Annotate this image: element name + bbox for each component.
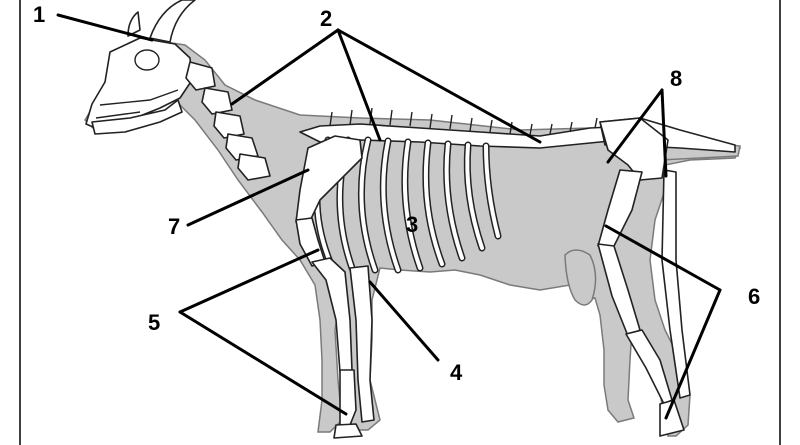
udder — [564, 249, 597, 306]
mandible-bone — [91, 99, 183, 135]
label-2: 2 — [320, 6, 332, 31]
label-8: 8 — [670, 66, 682, 91]
page-border — [19, 0, 781, 445]
horn — [149, 0, 196, 43]
label-5: 5 — [148, 310, 160, 335]
skull-detail — [95, 49, 179, 119]
leader-line-7 — [186, 168, 310, 227]
leader-line-4 — [368, 280, 440, 362]
cervical-vertebrae — [185, 61, 271, 181]
scapula-bone — [295, 135, 363, 226]
leader-line-2a — [230, 28, 340, 106]
leader-line-6b — [664, 288, 722, 420]
label-4: 4 — [450, 360, 463, 385]
rear-leg-far — [661, 169, 691, 399]
leader-line-2b — [336, 28, 382, 142]
skull-bone — [85, 37, 193, 131]
horn-rear — [127, 11, 141, 37]
leader-line-5a — [178, 248, 320, 314]
leader-line-5b — [178, 310, 348, 416]
rear-hoof-bones — [659, 399, 685, 437]
leader-line-2c — [336, 28, 542, 144]
leader-line-8b — [660, 88, 668, 178]
label-1: 1 — [33, 2, 45, 27]
label-7: 7 — [168, 214, 180, 239]
label-3: 3 — [406, 212, 418, 237]
leader-line-1 — [56, 13, 154, 42]
front-leg-far — [349, 265, 375, 423]
pelvis-bone — [599, 117, 669, 181]
front-hoof-bones — [333, 423, 363, 439]
leader-lines — [56, 13, 722, 420]
leader-line-6a — [604, 224, 722, 292]
leader-line-8a — [606, 88, 664, 164]
front-cannon-bone — [339, 369, 357, 426]
label-6: 6 — [748, 284, 760, 309]
